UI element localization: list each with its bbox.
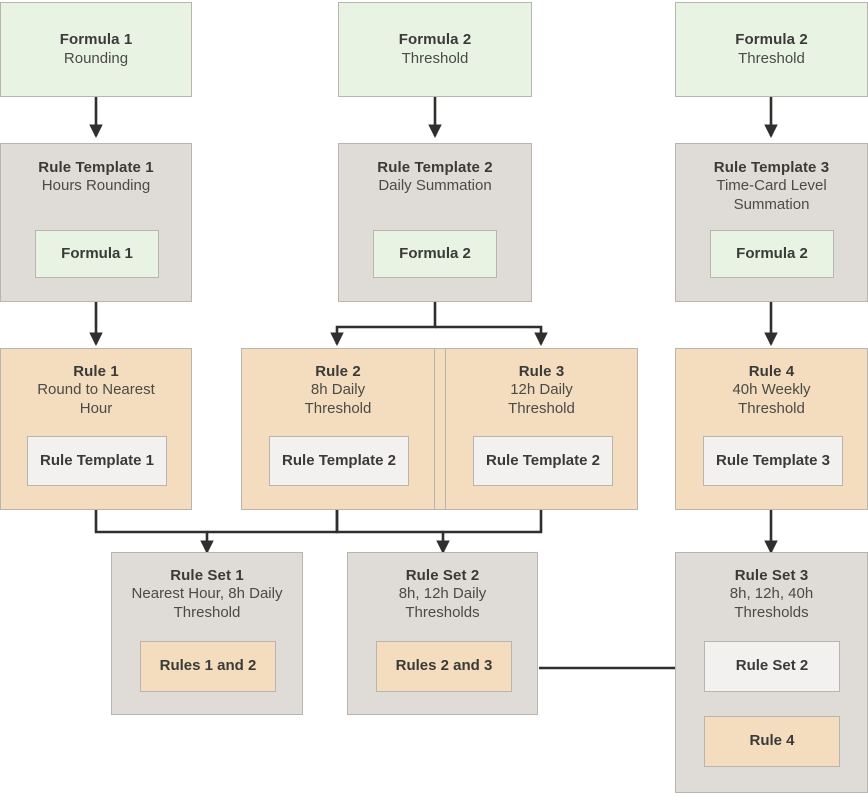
rule-template-node-3-subtitle: Time-Card Level Summation: [716, 177, 827, 213]
rule-node-2-subtitle: 8h Daily Threshold: [304, 381, 372, 417]
rule-node-3-chip[interactable]: Rule Template 2: [473, 436, 613, 486]
rule-node-1[interactable]: Rule 1 Round to Nearest Hour Rule Templa…: [0, 348, 192, 510]
formula-node-3-title: Formula 2: [735, 31, 808, 49]
rule-template-node-2[interactable]: Rule Template 2 Daily Summation Formula …: [338, 143, 532, 302]
rule-template-node-3-title: Rule Template 3: [713, 159, 830, 176]
rule-template-node-3-chip[interactable]: Formula 2: [710, 230, 834, 278]
rule-set-node-1-chip-1[interactable]: Rules 1 and 2: [140, 641, 276, 692]
rule-template-node-2-chip[interactable]: Formula 2: [373, 230, 497, 278]
connector-template2-to-rule3: [435, 325, 548, 347]
formula-node-3-subtitle: Threshold: [738, 49, 805, 67]
rule-set-node-2[interactable]: Rule Set 2 8h, 12h Daily Thresholds Rule…: [347, 552, 538, 715]
formula-node-1-subtitle: Rounding: [63, 49, 129, 67]
rule-node-3-subtitle: 12h Daily Threshold: [508, 381, 575, 417]
rule-template-node-1[interactable]: Rule Template 1 Hours Rounding Formula 1: [0, 143, 192, 302]
rule-node-4-subtitle: 40h Weekly Threshold: [732, 381, 811, 417]
rule-set-node-3[interactable]: Rule Set 3 8h, 12h, 40h Thresholds Rule …: [675, 552, 868, 793]
rule-template-node-1-subtitle: Hours Rounding: [41, 177, 151, 195]
rule-set-node-2-subtitle: 8h, 12h Daily Thresholds: [398, 585, 487, 621]
rule-node-2-chip[interactable]: Rule Template 2: [269, 436, 409, 486]
rule-set-node-3-title: Rule Set 3: [734, 567, 809, 584]
rule-node-2-title: Rule 2: [315, 363, 361, 380]
rule-set-node-3-chip-2[interactable]: Rule 4: [704, 716, 840, 767]
rule-set-node-3-subtitle: 8h, 12h, 40h Thresholds: [729, 585, 814, 621]
connector-template2-to-rule2: [330, 302, 437, 347]
rule-template-node-2-subtitle: Daily Summation: [378, 177, 492, 195]
rule-node-3[interactable]: Rule 3 12h Daily Threshold Rule Template…: [445, 348, 638, 510]
rule-node-3-title: Rule 3: [518, 363, 565, 380]
rule-template-node-3[interactable]: Rule Template 3 Time-Card Level Summatio…: [675, 143, 868, 302]
connector-rule2-to-ruleset1: [207, 510, 339, 534]
formula-node-2-title: Formula 2: [398, 31, 472, 49]
connector-rule2-to-ruleset2: [335, 510, 443, 534]
formula-node-1-title: Formula 1: [59, 31, 133, 49]
connector-rule3-to-ruleset2: [436, 510, 543, 555]
rule-set-node-1-title: Rule Set 1: [170, 567, 244, 584]
formula-node-1[interactable]: Formula 1 Rounding: [0, 2, 192, 97]
rule-template-node-2-title: Rule Template 2: [377, 159, 493, 176]
rule-set-node-1-subtitle: Nearest Hour, 8h Daily Threshold: [131, 585, 283, 621]
rule-node-4[interactable]: Rule 4 40h Weekly Threshold Rule Templat…: [675, 348, 868, 510]
formula-node-2-subtitle: Threshold: [401, 49, 469, 67]
rule-node-1-title: Rule 1: [73, 363, 119, 380]
rule-template-node-1-title: Rule Template 1: [38, 159, 154, 176]
rule-node-2[interactable]: Rule 2 8h Daily Threshold Rule Template …: [241, 348, 435, 510]
rule-set-node-3-chip-1[interactable]: Rule Set 2: [704, 641, 840, 692]
rule-set-node-2-title: Rule Set 2: [405, 567, 480, 584]
rule-set-node-1[interactable]: Rule Set 1 Nearest Hour, 8h Daily Thresh…: [111, 552, 303, 715]
rule-node-4-chip[interactable]: Rule Template 3: [703, 436, 843, 486]
rule-node-4-title: Rule 4: [748, 363, 795, 380]
rule-node-1-subtitle: Round to Nearest Hour: [37, 381, 155, 417]
rule-template-node-1-chip[interactable]: Formula 1: [35, 230, 159, 278]
formula-node-3[interactable]: Formula 2 Threshold: [675, 2, 868, 97]
rule-node-1-chip[interactable]: Rule Template 1: [27, 436, 167, 486]
connector-rule1-to-ruleset1: [94, 510, 214, 555]
formula-node-2[interactable]: Formula 2 Threshold: [338, 2, 532, 97]
rule-set-node-2-chip-1[interactable]: Rules 2 and 3: [376, 641, 512, 692]
